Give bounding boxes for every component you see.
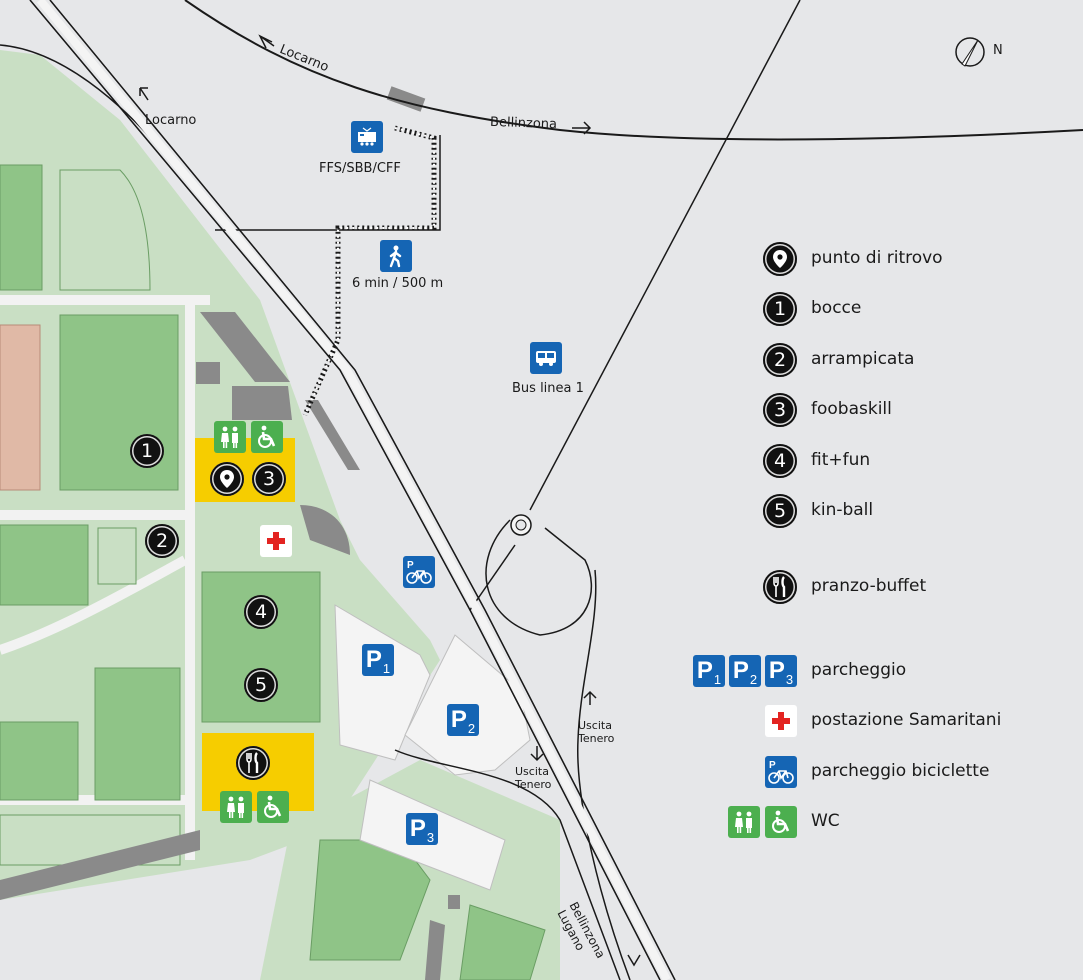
legend-label-buffet: pranzo-buffet <box>811 576 927 596</box>
bus-icon <box>530 342 562 374</box>
legend-label-first-aid: postazione Samaritani <box>811 710 1002 730</box>
parking-p2[interactable]: P2 <box>447 704 479 736</box>
direction-arrows <box>139 34 641 967</box>
wheelchair-icon-buffet <box>257 791 289 823</box>
wc-icon-buffet <box>220 791 252 823</box>
legend-parking-p2-icon: P2 <box>729 655 761 687</box>
legend-label-meeting-point: punto di ritrovo <box>811 248 943 268</box>
wc-icon <box>214 421 246 453</box>
first-aid-icon <box>260 525 292 557</box>
legend-label-wc: WC <box>811 811 840 831</box>
marker-meeting-point[interactable] <box>210 462 244 496</box>
label-exit-tenero-1: Uscita Tenero <box>578 719 615 745</box>
legend-parking-p3-icon: P3 <box>765 655 797 687</box>
legend-number-1-icon: 1 <box>763 292 797 326</box>
compass-label: N <box>993 43 1003 58</box>
marker-3-foobaskill[interactable]: 3 <box>252 462 286 496</box>
legend-label-parking: parcheggio <box>811 660 907 680</box>
legend-label-bike-parking: parcheggio biciclette <box>811 761 990 781</box>
bocce-court <box>0 324 41 491</box>
legend-label-arrampicata: arrampicata <box>811 349 915 369</box>
legend-cutlery-icon <box>763 570 797 604</box>
legend-number-3-icon: 3 <box>763 393 797 427</box>
legend-number-2-icon: 2 <box>763 343 797 377</box>
label-locarno-road: Locarno <box>145 113 197 128</box>
label-bellinzona-rail: Bellinzona <box>489 114 558 133</box>
label-train-station: FFS/SBB/CFF <box>319 161 401 176</box>
label-walk-info: 6 min / 500 m <box>352 276 444 291</box>
legend-number-5-icon: 5 <box>763 494 797 528</box>
wheelchair-icon <box>251 421 283 453</box>
legend-label-bocce: bocce <box>811 298 862 318</box>
pedestrian-icon <box>380 240 412 272</box>
marker-4-fitfun[interactable]: 4 <box>244 595 278 629</box>
bike-parking-icon: P <box>403 556 435 588</box>
svg-text:P: P <box>407 560 414 571</box>
legend-label-foobaskill: foobaskill <box>811 399 892 419</box>
legend-parking-p1-icon: P1 <box>693 655 725 687</box>
legend-wheelchair-icon <box>765 806 797 838</box>
label-exit-tenero-2: Uscita Tenero <box>515 765 552 791</box>
label-bus: Bus linea 1 <box>512 381 584 396</box>
legend-first-aid-icon <box>765 705 797 737</box>
legend-number-4-icon: 4 <box>763 444 797 478</box>
marker-5-kinball[interactable]: 5 <box>244 668 278 702</box>
marker-2-arrampicata[interactable]: 2 <box>145 524 179 558</box>
walking-route <box>302 125 437 417</box>
legend-label-kinball: kin-ball <box>811 500 874 520</box>
legend-label-fitfun: fit+fun <box>811 450 871 470</box>
svg-text:P: P <box>769 760 776 771</box>
legend-bike-parking-icon: P <box>765 756 797 788</box>
parking-p1[interactable]: P1 <box>362 644 394 676</box>
legend-wc-icon <box>728 806 760 838</box>
train-icon <box>351 121 383 153</box>
legend-meeting-point-icon <box>763 242 797 276</box>
marker-1-bocce[interactable]: 1 <box>130 434 164 468</box>
marker-buffet[interactable] <box>236 746 270 780</box>
compass-icon <box>955 37 985 67</box>
parking-p3[interactable]: P3 <box>406 813 438 845</box>
buildings <box>0 86 460 980</box>
